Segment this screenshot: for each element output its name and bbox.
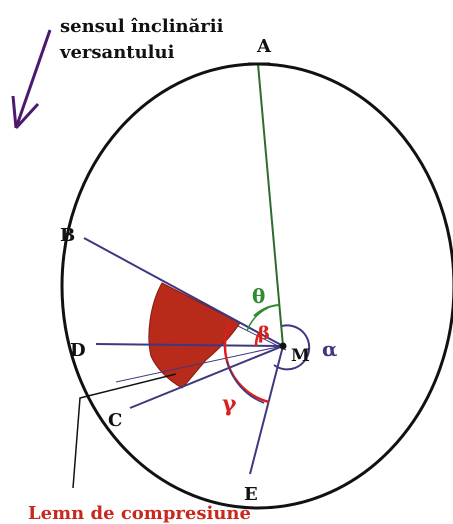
line-M-C [129, 345, 284, 409]
point-label-C: C [108, 410, 122, 431]
auxiliary-line-2 [237, 325, 287, 351]
point-M-dot [279, 342, 287, 350]
point-label-B: B [60, 225, 75, 246]
angle-label-gamma: γ [222, 391, 237, 417]
beta-arc [254, 332, 261, 347]
angle-label-theta: θ [252, 284, 265, 308]
slope-direction-arrow [11, 29, 52, 130]
angle-label-alpha: α [322, 337, 337, 361]
theta-arc-inner [246, 307, 269, 332]
slope-direction-label-line1: sensul înclinării [60, 16, 224, 37]
compression-wood-caption: Lemn de compresiune [28, 503, 251, 524]
alpha-arc [273, 324, 311, 371]
point-label-M: M [291, 346, 310, 366]
point-label-A: A [256, 36, 272, 57]
point-label-E: E [244, 484, 258, 505]
line-M-E [249, 345, 284, 475]
compression-wood-leader-line [72, 373, 177, 489]
line-M-B [83, 237, 284, 347]
angle-label-beta: β [258, 323, 270, 344]
line-M-D [95, 343, 284, 347]
point-label-D: D [70, 340, 86, 361]
slope-direction-label-line2: versantului [59, 42, 175, 63]
gamma-arc-outer [226, 360, 265, 404]
line-M-A [257, 63, 284, 347]
auxiliary-line-1 [115, 345, 283, 383]
